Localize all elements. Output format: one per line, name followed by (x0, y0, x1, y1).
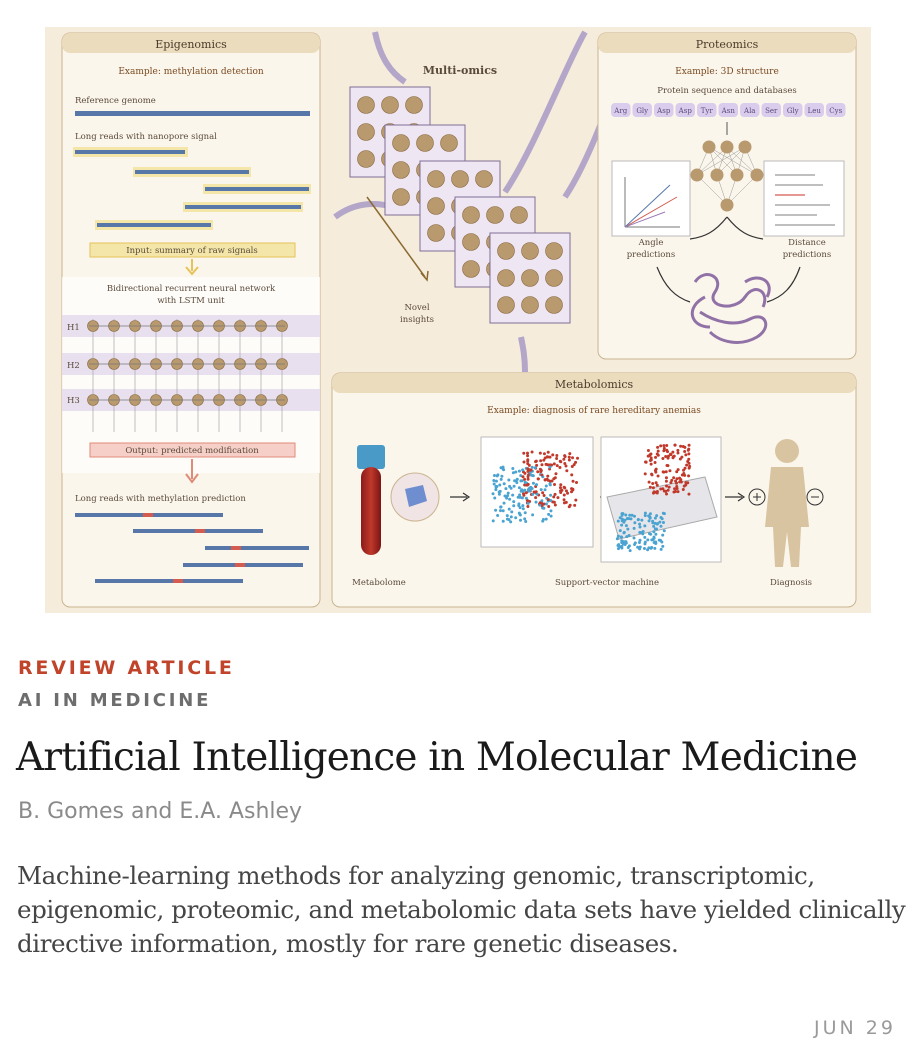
h3-label: H3 (67, 396, 80, 406)
article-category[interactable]: REVIEW ARTICLE (18, 657, 235, 679)
network-label-1: Bidirectional recurrent neural network (107, 284, 276, 294)
multiomics-title: Multi-omics (423, 64, 497, 77)
distance-predictions-2: predictions (783, 250, 832, 260)
h1-label: H1 (67, 323, 80, 333)
svm-scatter-flat (491, 450, 580, 524)
proteomics-title: Proteomics (696, 38, 759, 51)
h2-label: H2 (67, 361, 80, 371)
patient-silhouette-icon (765, 439, 809, 567)
article-topic[interactable]: AI IN MEDICINE (18, 690, 212, 711)
proteomics-example: Example: 3D structure (675, 67, 779, 77)
epigenomics-panel: Epigenomics Example: methylation detecti… (61, 32, 321, 608)
amino-acid-label: Ala (743, 107, 755, 115)
angle-predictions-1: Angle (638, 238, 664, 248)
omics-cards (349, 86, 571, 324)
multiomics-panel: Multi-omics Novel insights (333, 30, 628, 373)
article-title[interactable]: Artificial Intelligence in Molecular Med… (16, 735, 858, 780)
protein-structure (691, 273, 771, 344)
amino-acid-label: Asn (721, 107, 736, 115)
amino-acid-label: Tyr (701, 107, 714, 115)
input-label: Input: summary of raw signals (126, 246, 258, 256)
svm-label: Support-vector machine (555, 578, 659, 588)
protein-sequence-label: Protein sequence and databases (657, 86, 797, 96)
metabolomics-title: Metabolomics (555, 378, 634, 391)
multi-omics-illustration: Epigenomics Example: methylation detecti… (61, 30, 857, 608)
amino-acid-label: Ser (765, 107, 778, 115)
epigenomics-title: Epigenomics (155, 38, 227, 51)
distance-predictions-1: Distance (788, 238, 826, 248)
svm-scatter-3d (615, 443, 692, 553)
network-label-2: with LSTM unit (157, 296, 225, 306)
amino-acid-label: Leu (808, 107, 822, 115)
article-summary: Machine-learning methods for analyzing g… (17, 861, 906, 958)
amino-acid-label: Cys (829, 107, 842, 115)
reference-genome-label: Reference genome (75, 96, 156, 106)
metabolomics-panel: Metabolomics Example: diagnosis of rare … (331, 372, 857, 608)
rnn-grid (87, 319, 288, 432)
amino-acid-label: Gly (636, 107, 648, 115)
article-date: JUN 29 (814, 1017, 896, 1039)
epigenomics-example: Example: methylation detection (118, 67, 264, 77)
novel-insights-1: Novel (404, 303, 429, 313)
amino-acid-label: Asp (656, 107, 671, 115)
protein-neural-net (690, 140, 764, 212)
metabolome-label: Metabolome (352, 578, 406, 588)
article-figure[interactable]: Epigenomics Example: methylation detecti… (45, 27, 871, 613)
long-reads-label: Long reads with nanopore signal (75, 132, 217, 142)
amino-acid-label: Arg (613, 107, 627, 115)
diagnosis-label: Diagnosis (770, 578, 812, 588)
methylation-label: Long reads with methylation prediction (75, 494, 246, 504)
output-label: Output: predicted modification (125, 446, 259, 456)
novel-insights-2: insights (400, 315, 434, 325)
article-authors: B. Gomes and E.A. Ashley (18, 799, 303, 824)
amino-acid-label: Gly (787, 107, 799, 115)
proteomics-panel: Proteomics Example: 3D structure Protein… (597, 32, 857, 360)
amino-acid-label: Asp (678, 107, 693, 115)
blood-tube-icon (357, 445, 440, 555)
angle-predictions-2: predictions (627, 250, 676, 260)
amino-acid-sequence: Arg Gly Asp Asp Tyr Asn Ala Ser Gly Leu Cys (611, 103, 846, 117)
metabolomics-example: Example: diagnosis of rare hereditary an… (487, 406, 701, 416)
